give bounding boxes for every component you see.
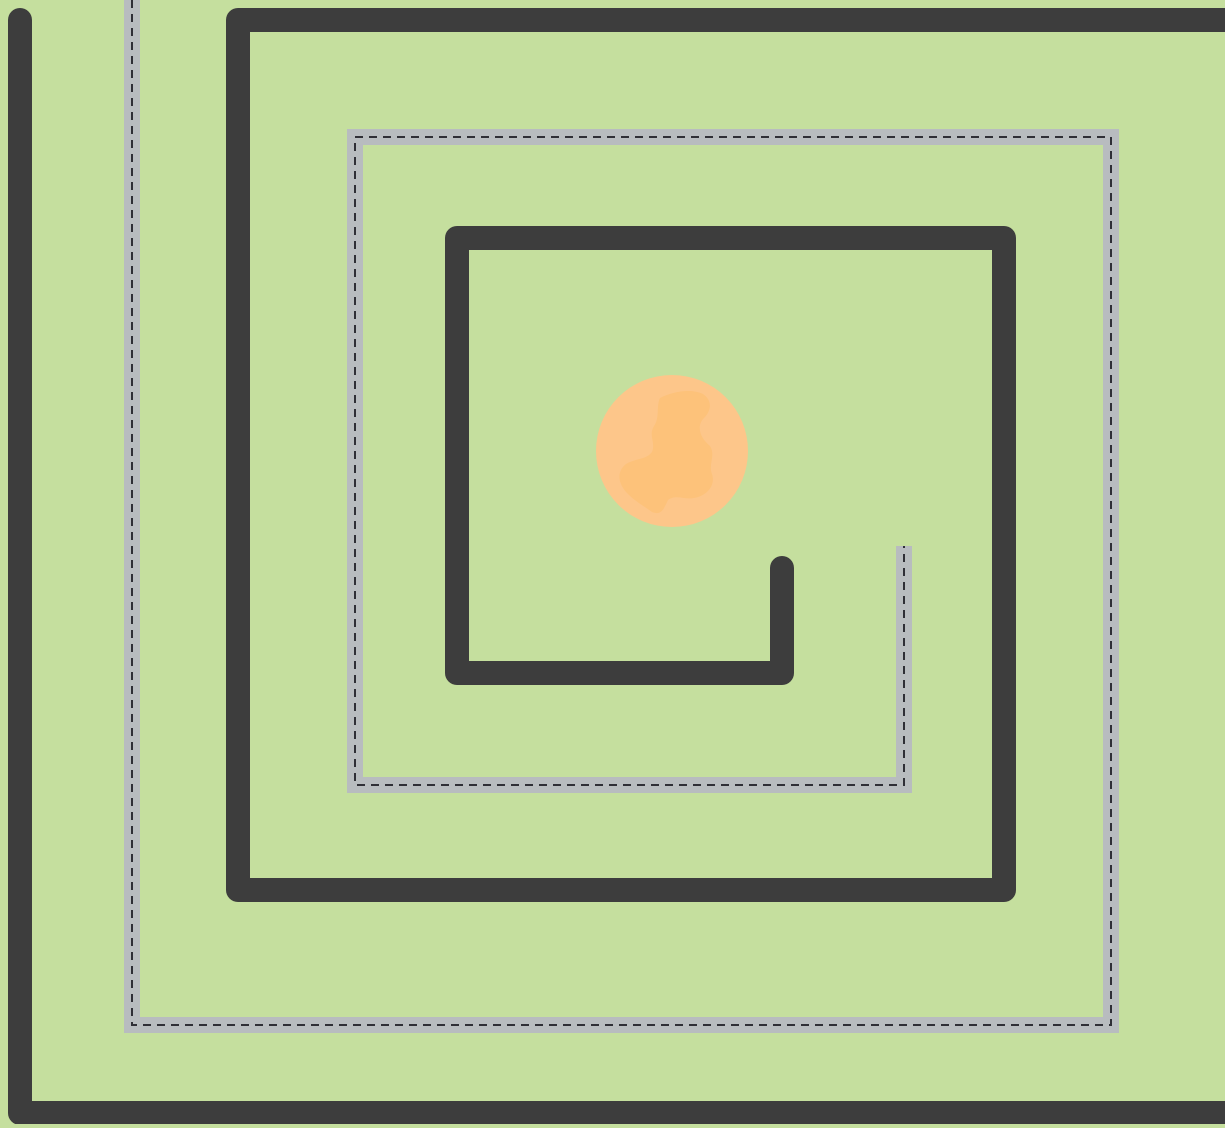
goal-coin[interactable] <box>596 375 748 527</box>
